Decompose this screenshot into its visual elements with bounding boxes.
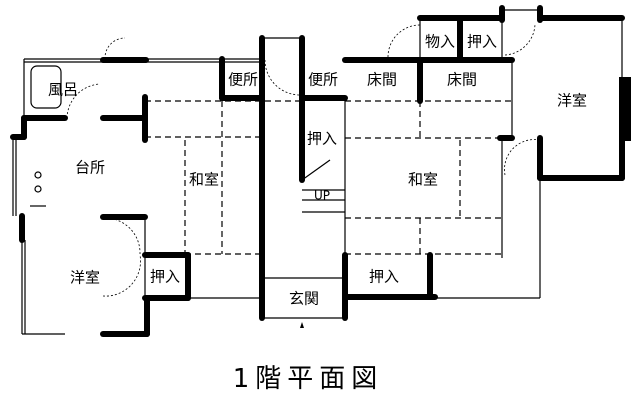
room-monoire-label: 物入: [425, 33, 455, 51]
room-youshitsu-right-label: 洋室: [557, 92, 587, 110]
room-toilet-1-label: 便所: [228, 71, 258, 89]
tatami-grid: [145, 100, 512, 255]
door-swings: [66, 23, 541, 297]
room-genkan-label: 玄関: [289, 290, 319, 308]
room-youshitsu-left-label: 洋室: [70, 269, 100, 287]
room-oshiire-bottom-label: 押入: [369, 268, 399, 286]
room-tokonoma-1-label: 床間: [367, 71, 397, 89]
room-oshiire-center-label: 押入: [307, 130, 337, 148]
sink-icon: [30, 171, 46, 207]
room-tokonoma-2-label: 床間: [447, 71, 477, 89]
room-bath-label: 風呂: [48, 81, 78, 99]
room-oshiire-top-label: 押入: [467, 33, 497, 51]
room-oshiire-left-label: 押入: [150, 268, 180, 286]
walls: [10, 5, 631, 337]
room-washitsu-right-label: 和室: [408, 171, 438, 189]
entrance-arrow-icon: [300, 322, 304, 328]
room-washitsu-left-label: 和室: [189, 171, 219, 189]
bathtub: [30, 65, 62, 109]
room-kitchen-label: 台所: [75, 159, 105, 177]
room-toilet-2-label: 便所: [308, 71, 338, 89]
stairs-up-label: UP: [314, 189, 330, 203]
floor-plan-title: 1階平面図: [233, 364, 384, 394]
